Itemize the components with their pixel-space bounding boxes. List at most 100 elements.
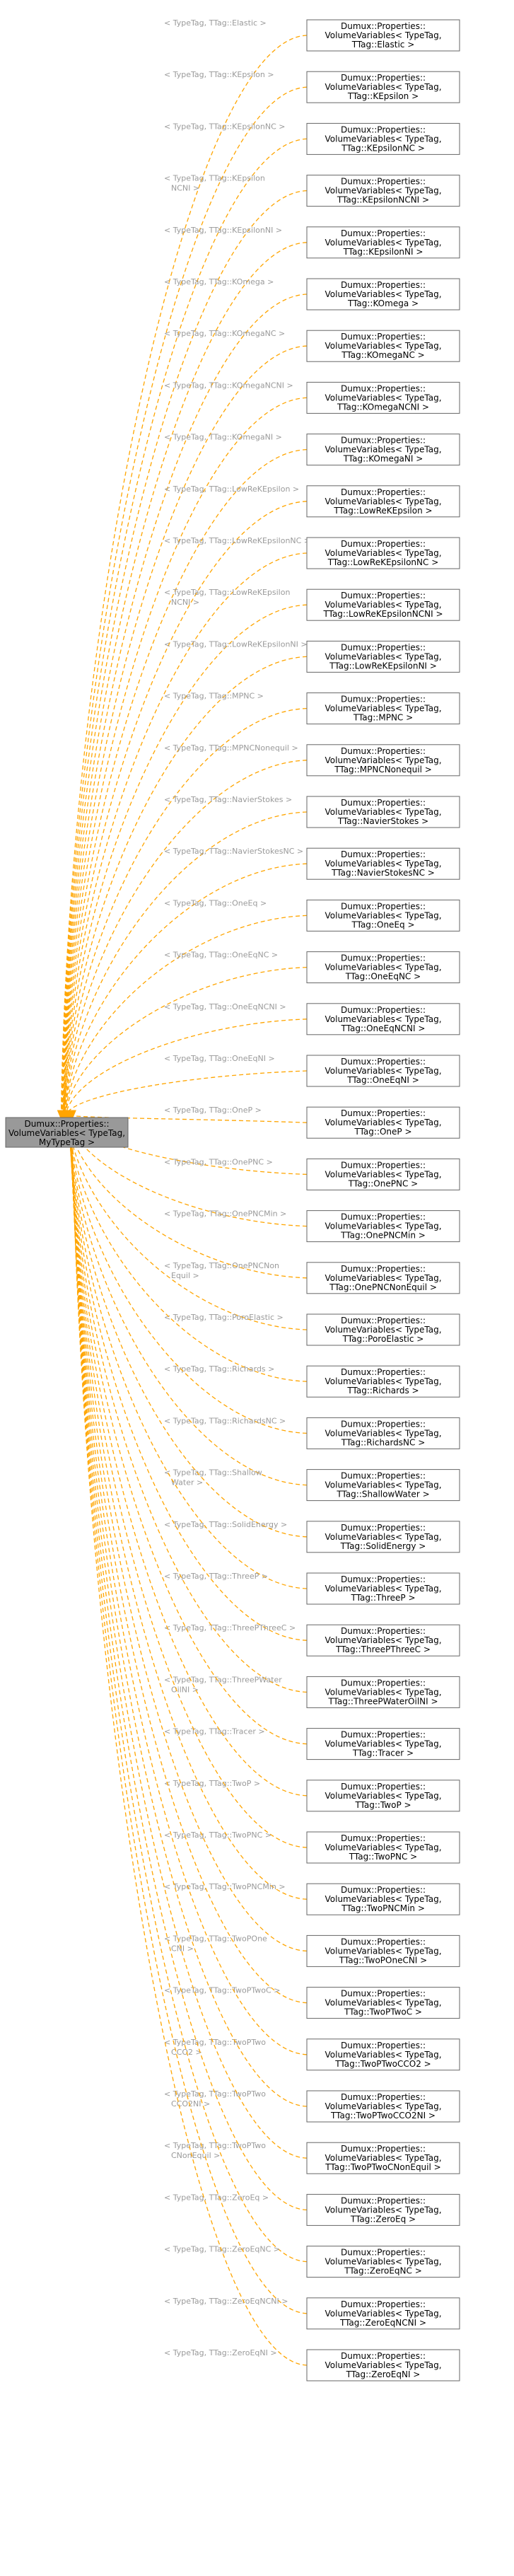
class-node-ttag-twoptwoc[interactable]: Dumux::Properties::VolumeVariables< Type…: [306, 1987, 460, 2019]
class-node-ttag-zeroeq[interactable]: Dumux::Properties::VolumeVariables< Type…: [306, 2193, 460, 2226]
class-box: [306, 1106, 460, 1139]
class-name-line: Dumux::Properties::: [341, 383, 426, 393]
class-node-ttag-navierstokes[interactable]: Dumux::Properties::VolumeVariables< Type…: [306, 796, 460, 828]
class-name-line: VolumeVariables< TypeTag,: [325, 1222, 441, 1231]
class-name-line: Dumux::Properties::: [341, 332, 426, 342]
class-node-ttag-zeroeqnc[interactable]: Dumux::Properties::VolumeVariables< Type…: [306, 2246, 460, 2278]
class-node-ttag-twoponecni[interactable]: Dumux::Properties::VolumeVariables< Type…: [306, 1934, 460, 1967]
class-name-line: Dumux::Properties::: [341, 1782, 426, 1792]
edge-label: < TypeTag, TTag::Richards >: [164, 1364, 274, 1374]
class-node-ttag-lowrekepsilonnc[interactable]: Dumux::Properties::VolumeVariables< Type…: [306, 537, 460, 569]
class-node-ttag-onepncnonequil[interactable]: Dumux::Properties::VolumeVariables< Type…: [306, 1262, 460, 1294]
class-name-line: Dumux::Properties::: [341, 953, 426, 963]
class-node-ttag-komega[interactable]: Dumux::Properties::VolumeVariables< Type…: [306, 278, 460, 311]
class-node-ttag-tracer[interactable]: Dumux::Properties::VolumeVariables< Type…: [306, 1728, 460, 1760]
class-name-line: Dumux::Properties::: [341, 591, 426, 601]
class-node-ttag-solidenergy[interactable]: Dumux::Properties::VolumeVariables< Type…: [306, 1521, 460, 1553]
class-node-ttag-kepsilonni[interactable]: Dumux::Properties::VolumeVariables< Type…: [306, 226, 460, 259]
edge-label-line: < TypeTag, TTag::Shallow: [164, 1468, 262, 1478]
class-box: [306, 1417, 460, 1449]
class-node-ttag-onep[interactable]: Dumux::Properties::VolumeVariables< Type…: [306, 1106, 460, 1139]
class-node-ttag-oneeqni[interactable]: Dumux::Properties::VolumeVariables< Type…: [306, 1055, 460, 1087]
base-class-node[interactable]: Dumux::Properties::VolumeVariables< Type…: [5, 1117, 129, 1148]
class-node-ttag-komegancni[interactable]: Dumux::Properties::VolumeVariables< Type…: [306, 381, 460, 414]
class-node-ttag-onepncmin[interactable]: Dumux::Properties::VolumeVariables< Type…: [306, 1210, 460, 1243]
edge-ttag-zeroeqncni: < TypeTag, TTag::ZeroEqNCNI >: [68, 1110, 308, 2314]
class-node-ttag-kepsilonncni[interactable]: Dumux::Properties::VolumeVariables< Type…: [306, 175, 460, 207]
class-name-line: VolumeVariables< TypeTag,: [325, 1376, 441, 1386]
edge-label-line: < TypeTag, TTag::KOmegaNC >: [164, 329, 285, 338]
edge-ttag-kepsilonni: < TypeTag, TTag::KEpsilonNI >: [58, 226, 308, 1120]
class-name-line: TTag::KOmega >: [347, 298, 419, 308]
edge-line: [64, 760, 308, 1115]
edge-label: < TypeTag, TTag::ZeroEqNI >: [164, 2348, 277, 2357]
class-node-ttag-poroelastic[interactable]: Dumux::Properties::VolumeVariables< Type…: [306, 1313, 460, 1346]
edge-label-line: < TypeTag, TTag::LowReKEpsilon: [164, 588, 290, 597]
edge-label: < TypeTag, TTag::KEpsilonNC >: [164, 122, 285, 131]
class-name-line: TTag::ThreePThreeC >: [335, 1644, 431, 1654]
edge-line: [67, 1114, 308, 1434]
class-node-ttag-elastic[interactable]: Dumux::Properties::VolumeVariables< Type…: [306, 19, 460, 52]
edge-label-line: < TypeTag, TTag::TwoPTwo: [164, 2141, 266, 2150]
class-node-ttag-threepwateroilni[interactable]: Dumux::Properties::VolumeVariables< Type…: [306, 1676, 460, 1708]
class-name-line: TTag::KEpsilonNC >: [341, 143, 425, 153]
edge-label-line: < TypeTag, TTag::LowReKEpsilonNC >: [164, 536, 310, 545]
class-node-ttag-kepsilon[interactable]: Dumux::Properties::VolumeVariables< Type…: [306, 71, 460, 103]
class-node-ttag-oneeqncni[interactable]: Dumux::Properties::VolumeVariables< Type…: [306, 1003, 460, 1035]
edge-label-line: < TypeTag, TTag::ZeroEqNCNI >: [164, 2297, 288, 2306]
class-node-ttag-kepsilonnc[interactable]: Dumux::Properties::VolumeVariables< Type…: [306, 122, 460, 155]
class-node-ttag-richards[interactable]: Dumux::Properties::VolumeVariables< Type…: [306, 1365, 460, 1398]
edge-line: [70, 1114, 308, 2055]
edge-line: [66, 1114, 308, 1123]
class-name-line: Dumux::Properties::: [341, 1471, 426, 1481]
class-node-ttag-lowrekepsilonncni[interactable]: Dumux::Properties::VolumeVariables< Type…: [306, 588, 460, 621]
class-node-ttag-mpncnonequil[interactable]: Dumux::Properties::VolumeVariables< Type…: [306, 744, 460, 777]
class-node-ttag-twopncmin[interactable]: Dumux::Properties::VolumeVariables< Type…: [306, 1883, 460, 1915]
class-node-ttag-lowrekepsilonni[interactable]: Dumux::Properties::VolumeVariables< Type…: [306, 640, 460, 673]
class-name-line: VolumeVariables< TypeTag,: [325, 1273, 441, 1283]
class-node-ttag-twoptwocco2[interactable]: Dumux::Properties::VolumeVariables< Type…: [306, 2038, 460, 2071]
class-name-line: TTag::ZeroEq >: [350, 2214, 416, 2224]
class-node-ttag-komeganc[interactable]: Dumux::Properties::VolumeVariables< Type…: [306, 330, 460, 362]
edge-label-line: < TypeTag, TTag::KOmega >: [164, 277, 274, 286]
class-node-ttag-navierstokesnc[interactable]: Dumux::Properties::VolumeVariables< Type…: [306, 847, 460, 880]
class-node-ttag-richardsnc[interactable]: Dumux::Properties::VolumeVariables< Type…: [306, 1417, 460, 1449]
class-node-ttag-twoptwocnonequil[interactable]: Dumux::Properties::VolumeVariables< Type…: [306, 2142, 460, 2174]
class-name-line: TTag::ThreeP >: [351, 1593, 416, 1603]
class-node-ttag-zeroeqncni[interactable]: Dumux::Properties::VolumeVariables< Type…: [306, 2297, 460, 2330]
edge-line: [66, 1114, 308, 1176]
class-node-ttag-twopnc[interactable]: Dumux::Properties::VolumeVariables< Type…: [306, 1831, 460, 1864]
class-node-ttag-threepthreec[interactable]: Dumux::Properties::VolumeVariables< Type…: [306, 1624, 460, 1657]
edge-label-line: < TypeTag, TTag::ZeroEq >: [164, 2193, 269, 2202]
class-name-line: Dumux::Properties::: [341, 2195, 426, 2205]
class-name-line: TTag::LowReKEpsilonNI >: [329, 661, 437, 671]
class-node-ttag-lowrekepsilon[interactable]: Dumux::Properties::VolumeVariables< Type…: [306, 485, 460, 518]
class-name-line: TTag::TwoPTwoC >: [344, 2007, 422, 2017]
class-name-line: TTag::TwoPNCMin >: [341, 1903, 425, 1913]
class-name-line: TTag::OneP >: [354, 1127, 411, 1137]
class-name-line: Dumux::Properties::: [341, 1160, 426, 1170]
class-node-ttag-twop[interactable]: Dumux::Properties::VolumeVariables< Type…: [306, 1780, 460, 1812]
class-name-line: TTag::MPNCNonequil >: [334, 765, 432, 774]
edge-label-line: < TypeTag, TTag::OnePNCNon: [164, 1261, 279, 1270]
class-node-ttag-oneeq[interactable]: Dumux::Properties::VolumeVariables< Type…: [306, 899, 460, 932]
class-name-line: Dumux::Properties::: [341, 73, 426, 83]
class-box: [306, 796, 460, 828]
class-node-ttag-onepnc[interactable]: Dumux::Properties::VolumeVariables< Type…: [306, 1158, 460, 1190]
edge-label-line: CNI >: [171, 1944, 194, 1953]
class-box: [306, 278, 460, 311]
class-box: [306, 2297, 460, 2330]
class-name-line: TTag::Tracer >: [352, 1748, 414, 1758]
class-node-ttag-twoptwocco2ni[interactable]: Dumux::Properties::VolumeVariables< Type…: [306, 2090, 460, 2123]
class-node-ttag-zeroeqni[interactable]: Dumux::Properties::VolumeVariables< Type…: [306, 2349, 460, 2381]
class-node-ttag-threep[interactable]: Dumux::Properties::VolumeVariables< Type…: [306, 1572, 460, 1605]
edge-label-line: < TypeTag, TTag::LowReKEpsilonNI >: [164, 639, 308, 649]
class-name-line: VolumeVariables< TypeTag,: [325, 1894, 441, 1904]
class-node-ttag-shallowwater[interactable]: Dumux::Properties::VolumeVariables< Type…: [306, 1469, 460, 1502]
class-node-ttag-komegani[interactable]: Dumux::Properties::VolumeVariables< Type…: [306, 434, 460, 466]
class-node-ttag-oneeqnc[interactable]: Dumux::Properties::VolumeVariables< Type…: [306, 951, 460, 984]
class-node-ttag-mpnc[interactable]: Dumux::Properties::VolumeVariables< Type…: [306, 692, 460, 725]
class-name-line: TTag::OnePNCNonEquil >: [329, 1282, 437, 1292]
class-box: [306, 1365, 460, 1398]
